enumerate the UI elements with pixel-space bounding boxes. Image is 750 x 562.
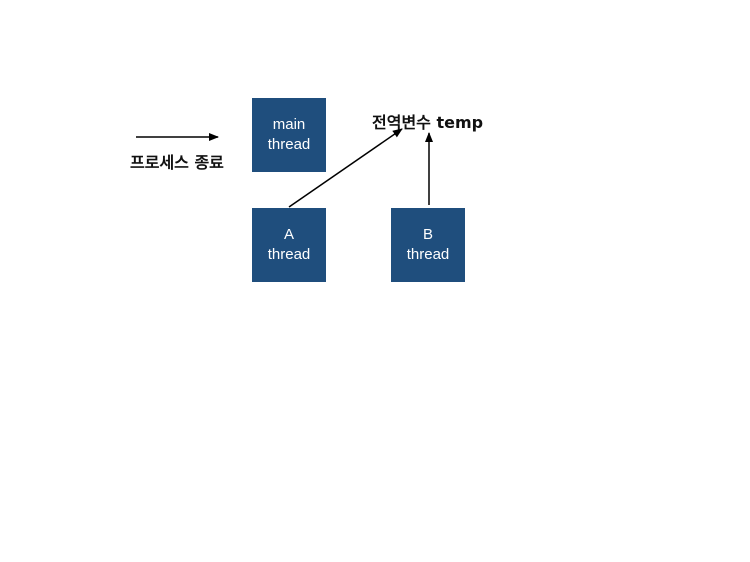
a-to-temp-arrow	[288, 128, 403, 208]
b-thread-box: B thread	[391, 208, 465, 282]
a-thread-line1: A	[283, 226, 294, 243]
global-variable-label: 전역변수 temp	[372, 113, 484, 132]
main-thread-line2: thread	[267, 136, 311, 153]
a-thread-line2: thread	[267, 246, 311, 263]
main-thread-box: main thread	[252, 98, 326, 172]
b-thread-line2: thread	[406, 246, 450, 263]
main-thread-line1: main	[272, 116, 306, 133]
process-exit-label: 프로세스 종료	[130, 153, 224, 172]
a-thread-box: A thread	[252, 208, 326, 282]
b-thread-line1: B	[422, 226, 433, 243]
